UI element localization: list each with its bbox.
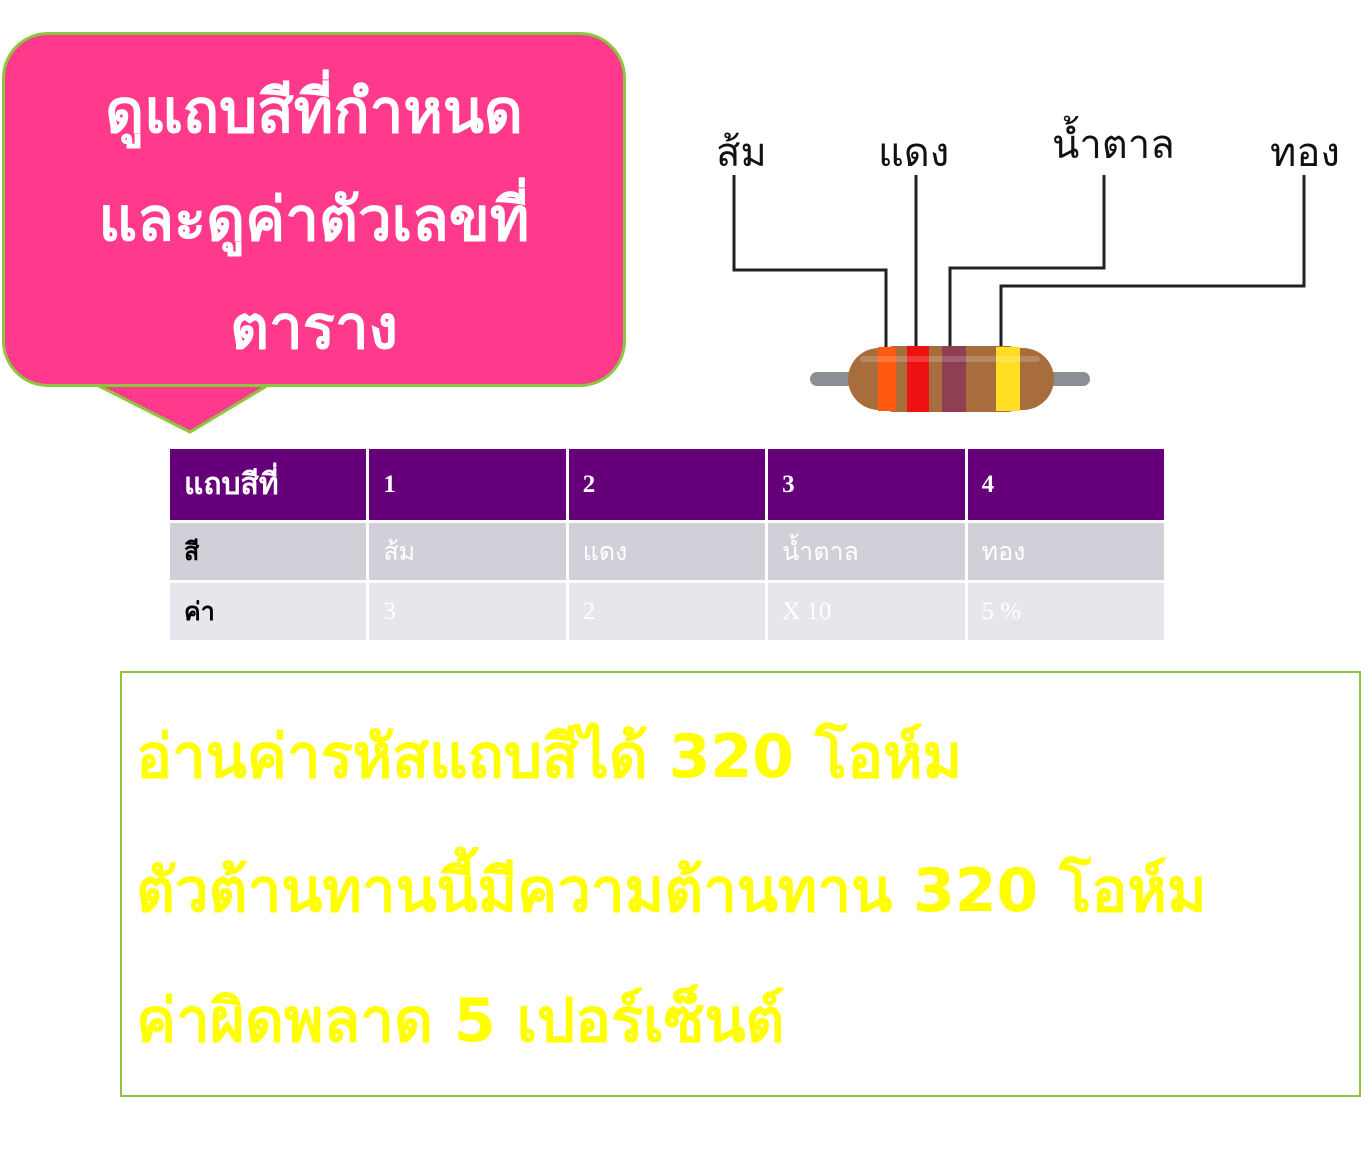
table-cell: สี: [166, 520, 370, 583]
resistor-drawing: [732, 175, 1306, 412]
resistor-diagram: ส้ม แดง น้ำตาล ทอง: [690, 100, 1361, 430]
result-line-2: ตัวต้านทานนี้มีความต้านทาน 320 โอห์ม: [136, 856, 1207, 926]
label-orange: ส้ม: [716, 130, 767, 176]
table-cell: ส้ม: [366, 520, 569, 583]
header-cell: 1: [366, 446, 569, 523]
table-cell: ค่า: [166, 580, 370, 643]
table-cell: 5 %: [964, 580, 1168, 643]
header-cell: 3: [765, 446, 968, 523]
table-cell: แดง: [565, 520, 769, 583]
table-cell: X 10: [765, 580, 968, 643]
result-line-3: ค่าผิดพลาด 5 เปอร์เซ็นต์: [136, 986, 785, 1056]
label-red: แดง: [878, 130, 950, 176]
color-code-table: แถบสีที่ 1 2 3 4 สี ส้ม แดง น้ำตาล ทอง ค…: [166, 446, 1168, 643]
table-cell: 3: [366, 580, 569, 643]
header-cell: 2: [565, 446, 769, 523]
table-row: สี ส้ม แดง น้ำตาล ทอง: [166, 520, 1168, 583]
callout-line-2: และดูค่าตัวเลขที่: [98, 185, 530, 255]
table-row: ค่า 3 2 X 10 5 %: [166, 580, 1168, 643]
callout-line-3: ตาราง: [230, 293, 398, 363]
table-cell: น้ำตาล: [765, 520, 968, 583]
callout-line-1: ดูแถบสีที่กำหนด: [105, 77, 523, 147]
callout-bubble: [2, 32, 626, 387]
result-box: อ่านค่ารหัสแถบสีได้ 320 โอห์ม ตัวต้านทาน…: [120, 671, 1361, 1097]
header-cell: 4: [964, 446, 1168, 523]
table-cell: ทอง: [964, 520, 1168, 583]
label-gold: ทอง: [1270, 130, 1340, 176]
callout-text: ดูแถบสีที่กำหนด และดูค่าตัวเลขที่ ตาราง: [2, 58, 626, 382]
table-cell: 2: [565, 580, 769, 643]
table-header-row: แถบสีที่ 1 2 3 4: [166, 446, 1168, 523]
label-brown: น้ำตาล: [1052, 122, 1175, 168]
result-line-1: อ่านค่ารหัสแถบสีได้ 320 โอห์ม: [136, 722, 963, 792]
header-cell: แถบสีที่: [166, 446, 370, 523]
